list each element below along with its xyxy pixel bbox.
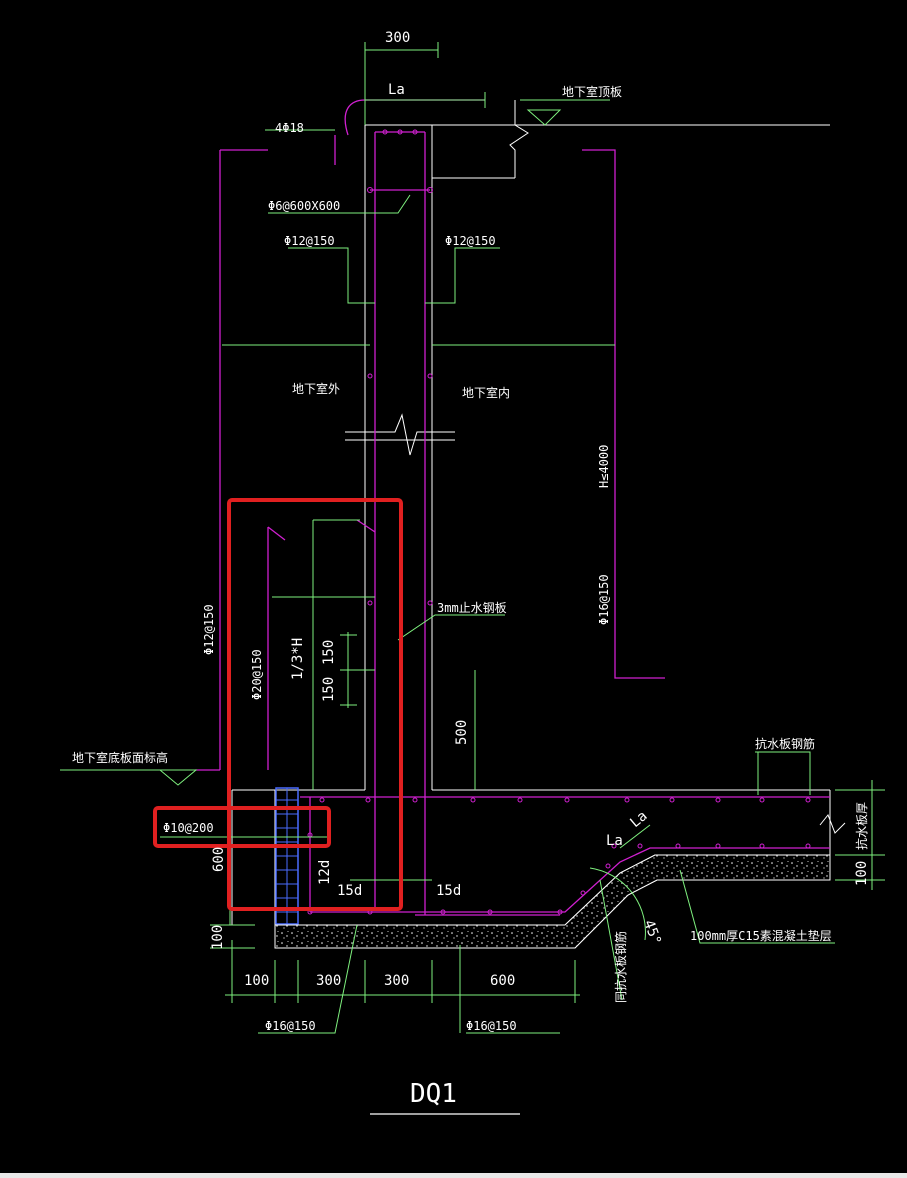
rebar-dots [307, 129, 811, 915]
dim-150-b: 150 [321, 677, 337, 702]
slab-break-symbol [819, 814, 846, 834]
dimension-lines [60, 42, 885, 1034]
dim-300-a: 300 [316, 973, 341, 989]
label-slab-thickness: 抗水板厚 [854, 802, 869, 850]
label-tie: Φ6@600X600 [268, 199, 340, 213]
label-vert-right: Φ16@150 [597, 574, 611, 625]
text-labels: 300 La 地下室顶板 4Φ18 Φ6@600X600 Φ12@150 Φ12… [72, 30, 870, 1109]
dim-100-right: 100 [854, 861, 870, 886]
label-roof-slab: 地下室顶板 [562, 84, 622, 99]
dim-600-bottom: 600 [490, 973, 515, 989]
dim-12d: 12d [317, 860, 333, 885]
status-bar [0, 1173, 907, 1178]
label-cushion: 100mm厚C15素混凝土垫层 [690, 928, 832, 943]
label-la-bottom-1: La [606, 833, 623, 849]
label-horiz-left: Φ12@150 [284, 234, 335, 248]
label-dowel: Φ20@150 [250, 649, 264, 700]
label-anti-float-rebar: 抗水板钢筋 [755, 736, 815, 751]
waterproof-layer [275, 787, 299, 925]
label-angle: 45° [640, 918, 664, 947]
label-la-top: La [388, 82, 405, 98]
dim-100-bottom: 100 [244, 973, 269, 989]
label-same-rebar: 同抗水板钢筋 [613, 931, 628, 1003]
label-floor-level: 地下室底板面标高 [72, 750, 168, 765]
label-inside: 地下室内 [462, 385, 510, 400]
label-stirrup: Φ10@200 [163, 821, 214, 835]
label-bottom-bar-left: Φ16@150 [265, 1019, 316, 1033]
highlight-box-dowel-zone [227, 498, 403, 911]
highlight-box-stirrup [153, 806, 331, 848]
dim-15d-right: 15d [436, 883, 461, 899]
label-top-bars: 4Φ18 [275, 121, 304, 135]
label-horiz-right: Φ12@150 [445, 234, 496, 248]
dim-300-b: 300 [384, 973, 409, 989]
label-steel-plate: 3mm止水钢板 [437, 601, 507, 615]
drawing-title: DQ1 [410, 1079, 457, 1109]
dim-15d-left: 15d [337, 883, 362, 899]
wall-outline [231, 100, 831, 949]
label-outside: 地下室外 [292, 381, 340, 396]
rebar-lines [195, 99, 830, 916]
dim-100-left: 100 [210, 925, 226, 950]
label-outer-vert: Φ12@150 [202, 604, 216, 655]
label-third-h: 1/3*H [290, 638, 306, 680]
label-height: H≤4000 [597, 445, 611, 488]
label-bottom-bar-right: Φ16@150 [466, 1019, 517, 1033]
dim-500: 500 [454, 720, 470, 745]
dim-600-left: 600 [211, 847, 227, 872]
dim-150-a: 150 [321, 640, 337, 665]
dim-top-300: 300 [385, 30, 410, 46]
